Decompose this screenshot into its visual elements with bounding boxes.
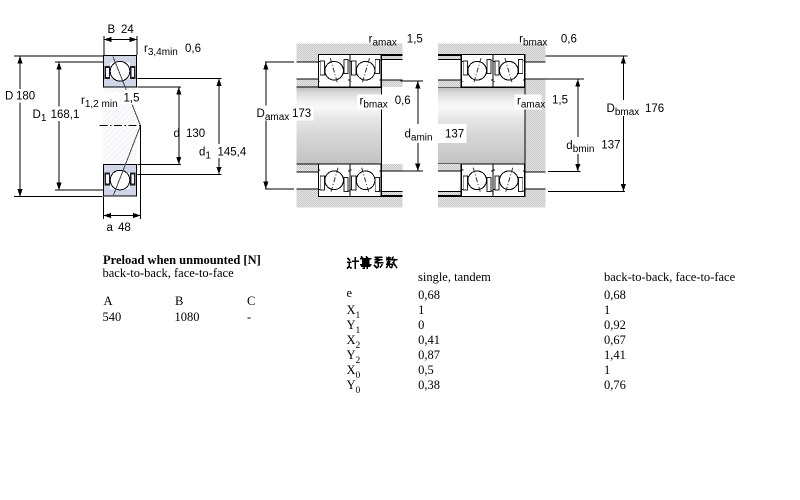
svg-text:0,6: 0,6 [395,95,411,107]
svg-text:rbmax: rbmax [360,96,388,111]
svg-text:145,4: 145,4 [218,147,247,159]
svg-text:dbmin: dbmin [566,140,594,155]
svg-text:173: 173 [292,108,311,120]
svg-text:0,6: 0,6 [561,34,577,46]
svg-text:48: 48 [118,222,131,234]
svg-text:168,1: 168,1 [51,109,80,121]
svg-text:180: 180 [16,91,35,103]
svg-text:r3,4min: r3,4min [144,43,178,58]
svg-text:rbmax: rbmax [519,34,547,49]
svg-text:0,6: 0,6 [185,43,201,55]
svg-text:Damax: Damax [257,108,290,123]
svg-text:Dbmax: Dbmax [607,103,640,118]
svg-text:137: 137 [445,129,464,141]
svg-text:130: 130 [186,128,205,140]
svg-text:ramax: ramax [517,96,545,111]
svg-text:ramax: ramax [369,34,397,49]
svg-text:1,5: 1,5 [124,93,140,105]
svg-text:d: d [174,128,180,140]
svg-text:1,5: 1,5 [407,34,423,46]
svg-text:1,5: 1,5 [552,95,568,107]
svg-text:D: D [5,91,13,103]
svg-text:D1: D1 [33,109,47,124]
svg-text:damin: damin [405,129,433,144]
svg-text:r1,2 min: r1,2 min [81,95,118,110]
svg-text:24: 24 [121,24,134,36]
svg-text:a: a [107,222,114,234]
svg-text:d1: d1 [199,147,211,162]
svg-text:B: B [108,24,116,36]
svg-text:137: 137 [601,140,620,152]
svg-text:176: 176 [645,103,664,115]
